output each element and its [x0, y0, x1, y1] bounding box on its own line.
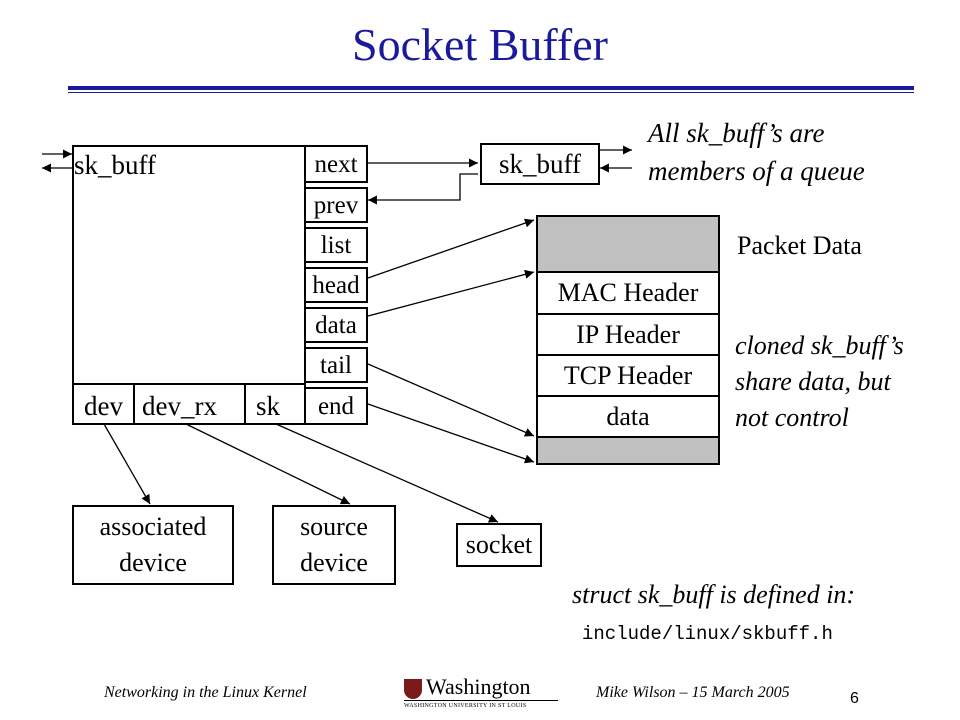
shield-icon [404, 679, 422, 699]
queue-note-line-2: members of a queue [648, 156, 865, 186]
head-arrow [367, 218, 535, 279]
prev-arrow [368, 173, 478, 205]
end-arrow [367, 403, 535, 464]
packet-data: data [536, 395, 720, 438]
clone-note-line-1: cloned sk_buff’s [735, 331, 904, 360]
page-number: 6 [850, 690, 859, 707]
bottom-divider-1 [133, 383, 135, 425]
associated-device-line-2: device [119, 548, 187, 577]
logo-rule [404, 700, 558, 701]
logo-name: Washington [426, 674, 531, 699]
slide-title: Socket Buffer [352, 19, 608, 70]
packet-tcp-header: TCP Header [536, 354, 720, 397]
field-list: list [304, 227, 368, 263]
clone-note-line-3: not control [735, 403, 849, 432]
queue-note-line-1: All sk_buff’s are [648, 118, 825, 148]
associated-device-box: associated device [72, 505, 234, 585]
data-arrow [367, 269, 535, 317]
source-device-box: source device [272, 505, 396, 585]
packet-mac-header: MAC Header [536, 271, 720, 315]
packet-data-label: Packet Data [737, 231, 862, 260]
field-dev-rx: dev_rx [142, 391, 217, 421]
struct-note: struct sk_buff is defined in: [572, 580, 856, 609]
field-head: head [304, 267, 368, 303]
packet-tailroom [536, 436, 720, 465]
source-device-line-1: source [300, 511, 368, 541]
title-rule-thin [68, 92, 914, 93]
footer-right: Mike Wilson – 15 March 2005 [596, 684, 790, 701]
dev-rx-arrow [185, 423, 351, 505]
source-device-line-2: device [300, 548, 368, 577]
footer-left: Networking in the Linux Kernel [104, 684, 307, 701]
field-data: data [304, 307, 368, 343]
sk-arrow [275, 423, 499, 523]
sk-buff-next-box: sk_buff [480, 143, 600, 185]
dev-arrow [103, 423, 151, 505]
sk-buff-main-label: sk_buff [74, 150, 157, 180]
associated-device-line-1: associated [99, 511, 207, 541]
logo-subtitle: WASHINGTON UNIVERSITY IN ST LOUIS [404, 703, 527, 709]
university-logo: Washington WASHINGTON UNIVERSITY IN ST L… [404, 676, 558, 710]
field-next: next [304, 145, 368, 183]
socket-box: socket [456, 523, 542, 567]
packet-headroom [536, 215, 720, 273]
field-end: end [304, 387, 368, 425]
tail-arrow [367, 363, 535, 437]
packet-ip-header: IP Header [536, 313, 720, 356]
clone-note-line-2: share data, but [735, 367, 891, 396]
header-path: include/linux/skbuff.h [582, 623, 833, 645]
field-prev: prev [304, 187, 368, 223]
title-rule [68, 86, 914, 90]
bottom-divider-2 [244, 383, 246, 425]
field-tail: tail [304, 347, 368, 383]
field-dev: dev [84, 391, 123, 421]
field-sk: sk [256, 391, 281, 421]
